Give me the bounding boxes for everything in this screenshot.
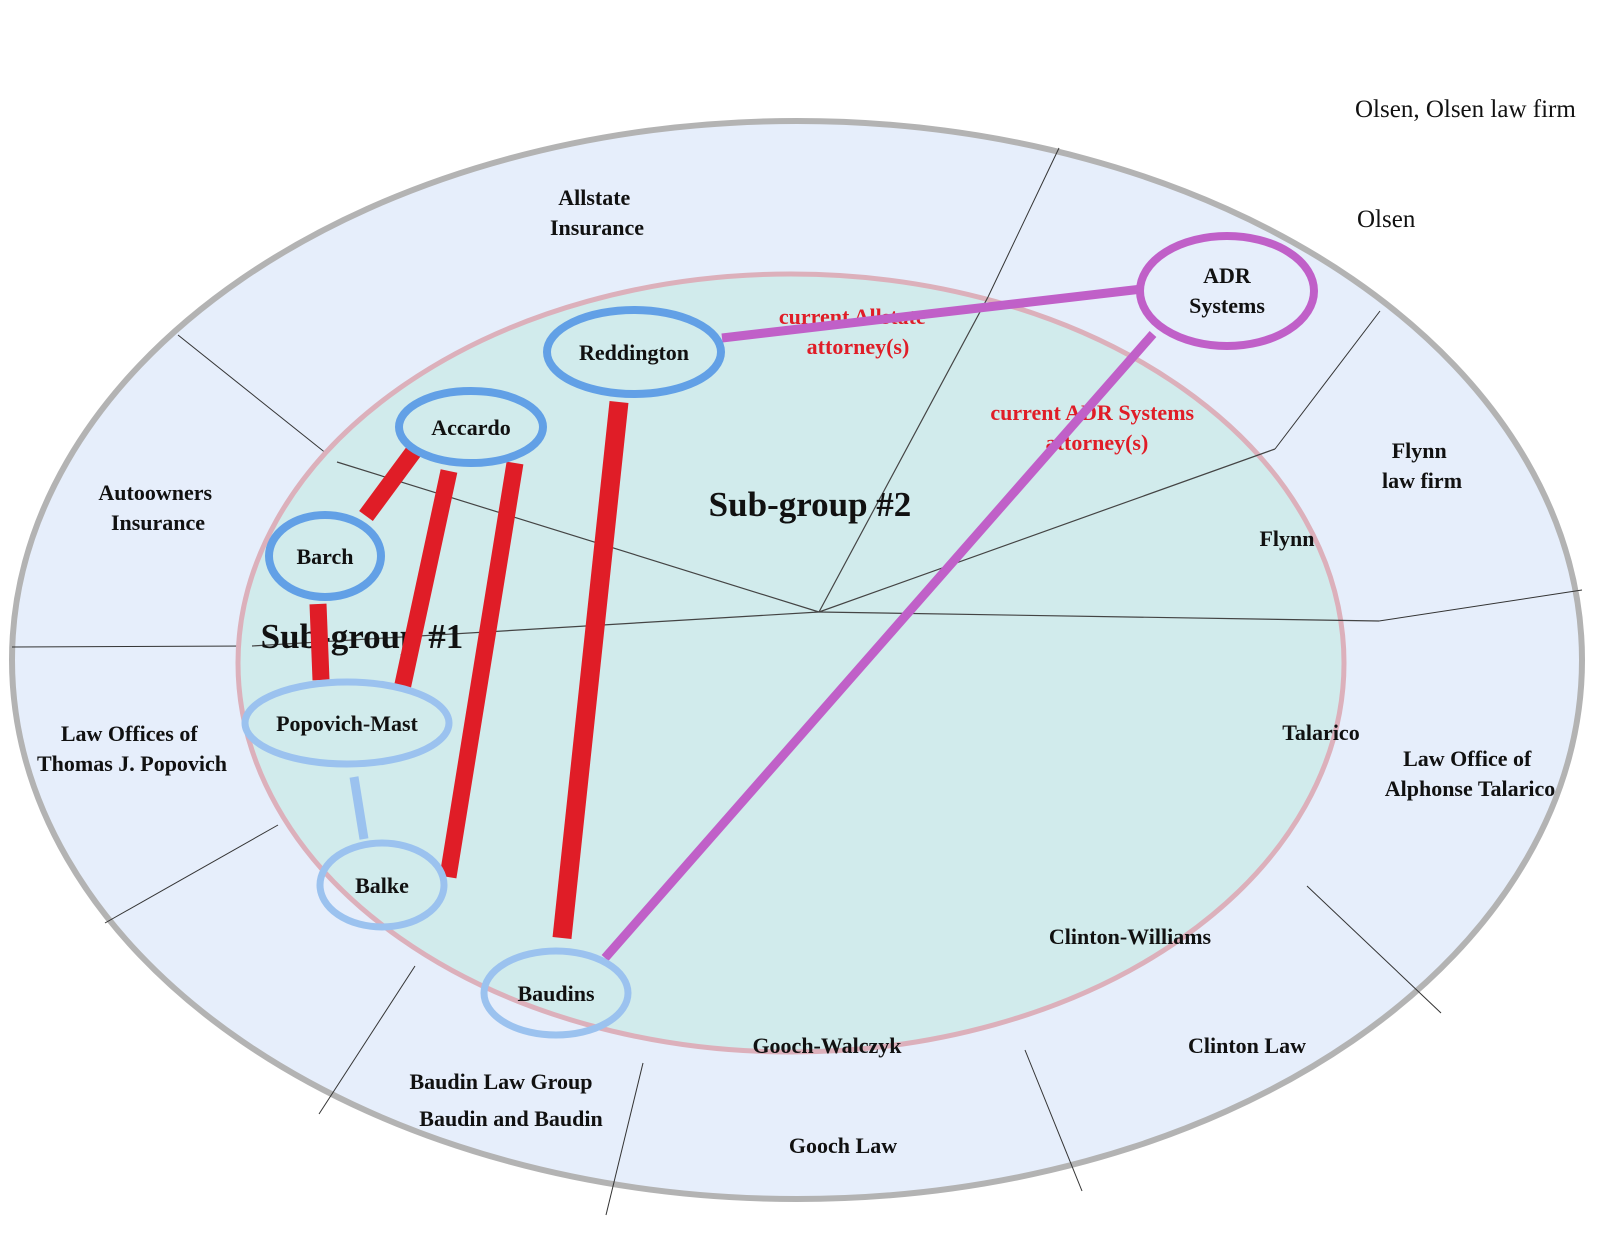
label-olsen-firm: Olsen, Olsen law firm — [1355, 96, 1576, 123]
outer-dividers — [11, 147, 1583, 1216]
label-clinton-williams: Clinton-Williams — [1049, 924, 1212, 949]
nodes: ReddingtonAccardoBarchPopovich-MastBalke… — [241, 232, 1318, 1039]
node-ellipse — [395, 387, 547, 467]
label-clinton-law: Clinton Law — [1188, 1033, 1306, 1058]
node-ellipse — [316, 839, 448, 931]
divider-empty-popovich — [104, 824, 279, 924]
label-flynn-firm: Flynn law firm — [1382, 438, 1462, 493]
node-label: Baudins — [517, 981, 594, 1006]
annotation-line: attorney(s) — [807, 334, 910, 359]
label-subgroup-2: Sub-group #2 — [709, 485, 912, 524]
label-talarico: Talarico — [1282, 720, 1359, 745]
spoke-5 — [336, 461, 820, 613]
label-line: Alphonse Talarico — [1385, 776, 1556, 801]
node-label-line: ADR — [1203, 263, 1252, 288]
node-baudins[interactable]: Baudins — [480, 947, 632, 1039]
edge-barch-popovich-mast — [309, 603, 330, 681]
node-label: ADR Systems — [1189, 263, 1265, 318]
divider-baudin-empty — [318, 965, 416, 1115]
label-gooch-walczyk: Gooch-Walczyk — [752, 1033, 902, 1058]
edge-reddington-baudins — [552, 400, 629, 940]
node-popovich-mast[interactable]: Popovich-Mast — [241, 678, 453, 768]
divider-clinton-gooch — [1024, 1049, 1083, 1192]
label-talarico-office: Law Office of Alphonse Talarico — [1385, 746, 1556, 801]
inner-labels: Flynn Talarico Clinton-Williams Gooch-Wa… — [261, 485, 1360, 1058]
label-line: Flynn — [1392, 438, 1447, 463]
spoke-1 — [818, 296, 989, 613]
node-label: Reddington — [579, 340, 689, 365]
edge-adr-systems-baudins — [601, 331, 1157, 961]
node-ellipse — [1136, 232, 1318, 350]
label-popovich-office: Law Offices of Thomas J. Popovich — [37, 721, 227, 776]
node-label: Popovich-Mast — [276, 711, 418, 736]
label-line: Law Offices of — [61, 721, 199, 746]
node-accardo[interactable]: Accardo — [395, 387, 547, 467]
node-reddington[interactable]: Reddington — [543, 306, 725, 398]
spoke-4 — [251, 611, 820, 647]
label-autoowners: Autoowners Insurance — [98, 480, 217, 535]
edge-accardo-popovich-mast — [393, 469, 458, 691]
label-line: Allstate — [558, 185, 630, 210]
label-olsen: Olsen — [1357, 206, 1416, 233]
outer-labels: Allstate Insurance Autoowners Insurance … — [37, 185, 1555, 1158]
node-ellipse — [480, 947, 632, 1039]
edges — [309, 284, 1157, 961]
label-baudin-group: Baudin Law Group — [409, 1069, 592, 1094]
label-gooch-law: Gooch Law — [789, 1133, 897, 1158]
edge-reddington-adr-systems — [721, 284, 1143, 343]
label-allstate: Allstate Insurance — [550, 185, 644, 240]
label-line: Thomas J. Popovich — [37, 751, 227, 776]
edge-popovich-mast-balke — [349, 776, 369, 840]
node-label: Barch — [296, 544, 353, 569]
label-line: Autoowners — [98, 480, 212, 505]
node-barch[interactable]: Barch — [265, 511, 385, 601]
node-ellipse — [543, 306, 725, 398]
label-subgroup-1: Sub-group #1 — [261, 617, 464, 656]
label-line: Insurance — [550, 215, 644, 240]
node-label: Balke — [355, 873, 409, 898]
label-baudin-and-baudin: Baudin and Baudin — [419, 1106, 602, 1131]
divider-flynn-talarico — [1378, 589, 1583, 622]
node-label: Accardo — [431, 415, 510, 440]
label-line: Insurance — [111, 510, 205, 535]
label-flynn: Flynn — [1259, 526, 1314, 551]
node-ellipse — [265, 511, 385, 601]
node-ellipse — [241, 678, 453, 768]
edge-accardo-barch — [359, 445, 421, 522]
divider-popovich-autoowners — [11, 645, 253, 648]
divider-olsen-flynn — [1274, 310, 1381, 450]
label-line: law firm — [1382, 468, 1462, 493]
edge-accardo-balke — [439, 461, 524, 879]
divider-talarico-clinton — [1306, 885, 1442, 1014]
node-label-line: Systems — [1189, 293, 1265, 318]
divider-allstate-olsen — [987, 147, 1060, 298]
label-line: Law Office of — [1403, 746, 1532, 771]
divider-autoowners-allstate — [177, 334, 338, 463]
divider-gooch-baudin — [605, 1062, 644, 1216]
node-adr-systems[interactable]: ADR Systems — [1136, 232, 1318, 350]
spoke-2 — [818, 448, 1276, 613]
node-balke[interactable]: Balke — [316, 839, 448, 931]
